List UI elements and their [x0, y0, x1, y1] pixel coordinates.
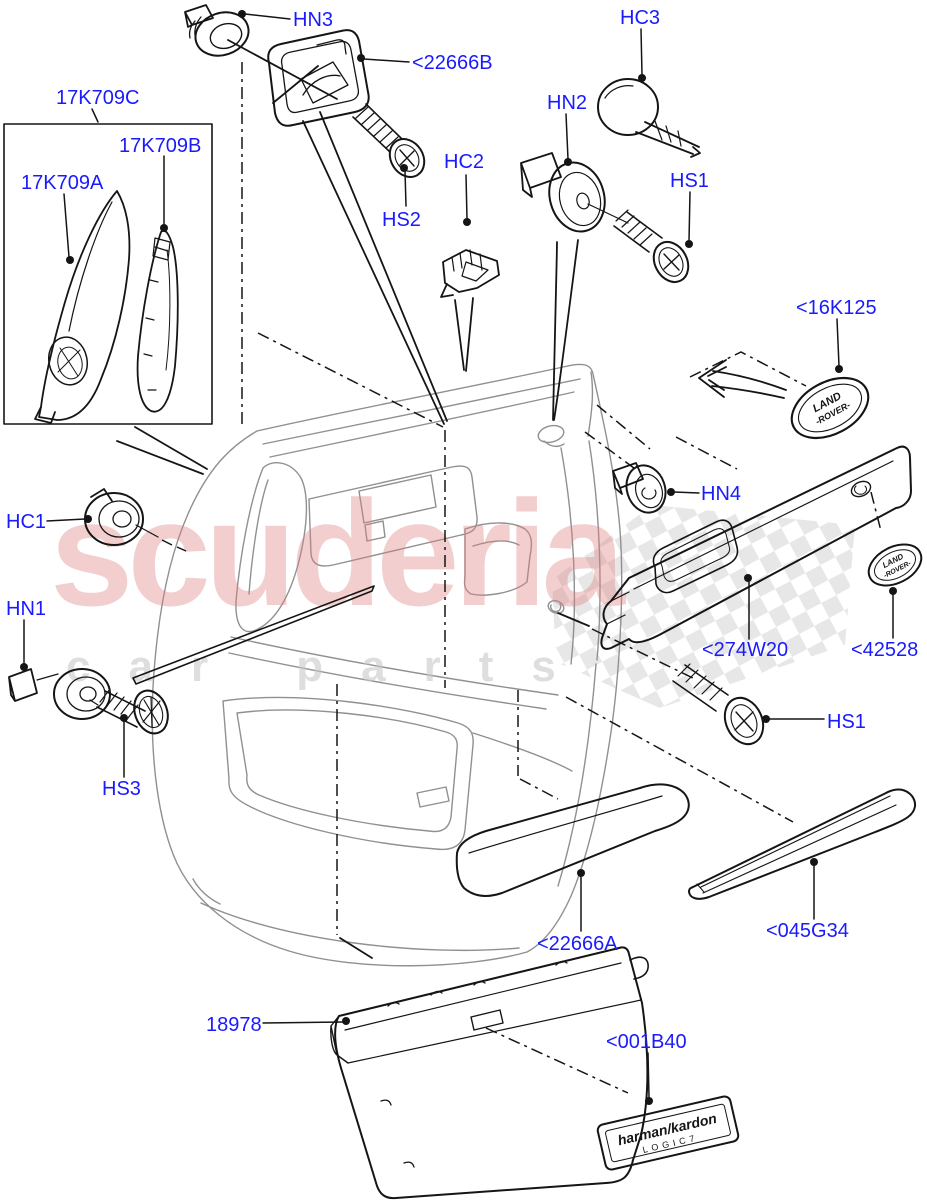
part-label-hn3: HN3 [293, 9, 334, 31]
part-16k125-badge [698, 359, 870, 440]
part-label-hn1: HN1 [6, 598, 47, 620]
part-hc2-clip [440, 249, 500, 298]
part-22666b-handle-bezel [267, 29, 370, 127]
part-hn1-grommet [8, 668, 111, 720]
part-label-hs3: HS3 [102, 778, 141, 800]
part-hs2-screw [352, 103, 426, 178]
part-label-hc2: HC2 [444, 151, 485, 173]
part-label-hc1: HC1 [6, 511, 47, 533]
part-label-hn4: HN4 [701, 483, 742, 505]
part-label-hn2: HN2 [547, 92, 588, 114]
part-label-18978: 18978 [206, 1014, 262, 1036]
part-42528-badge [867, 543, 923, 587]
part-label-17k709b: 17K709B [119, 135, 202, 157]
part-label-hs2: HS2 [382, 209, 421, 231]
part-label-001b40: <001B40 [606, 1031, 687, 1053]
part-label-42528: <42528 [851, 639, 919, 661]
part-label-hs1-upper: HS1 [670, 170, 709, 192]
part-hn4-nut [612, 462, 667, 514]
part-hn3-grommet [184, 4, 250, 57]
part-22666a-armrest-pad [455, 783, 690, 897]
part-hn2-nut [520, 152, 629, 233]
part-hs1-upper-screw [613, 209, 690, 284]
explode-guide-lines [116, 39, 590, 959]
land-rover-badge-small-text: LAND -ROVER- [881, 552, 913, 580]
leader-lines [23, 13, 894, 1098]
leader-dots [20, 10, 897, 1105]
part-waist-seal-strip [132, 585, 375, 685]
part-label-22666b: <22666B [412, 52, 493, 74]
part-hs3-screw [89, 688, 169, 735]
part-hc3-clip [597, 78, 701, 158]
part-hs1-lower-screw [672, 663, 765, 746]
part-18978-panel [330, 946, 649, 1200]
inset-box-17K709 [3, 123, 213, 425]
part-274w20-trim-strip [600, 445, 912, 650]
part-001b40-audio-badge [596, 1095, 740, 1171]
part-label-274w20: <274W20 [702, 639, 789, 661]
part-label-hs1-lower: HS1 [827, 711, 866, 733]
part-label-045g34: <045G34 [766, 920, 849, 942]
part-hc1-grommet [84, 488, 159, 546]
part-label-16k125: <16K125 [796, 297, 877, 319]
part-label-hc3: HC3 [620, 7, 661, 29]
checkered-flag-watermark [552, 505, 855, 708]
part-045g34-trim-strip [688, 788, 917, 900]
part-label-17k709a: 17K709A [21, 172, 104, 194]
door-trim-panel-drawing [151, 363, 623, 967]
part-label-17k709c: 17K709C [56, 87, 140, 109]
part-label-22666a: <22666A [537, 933, 618, 955]
